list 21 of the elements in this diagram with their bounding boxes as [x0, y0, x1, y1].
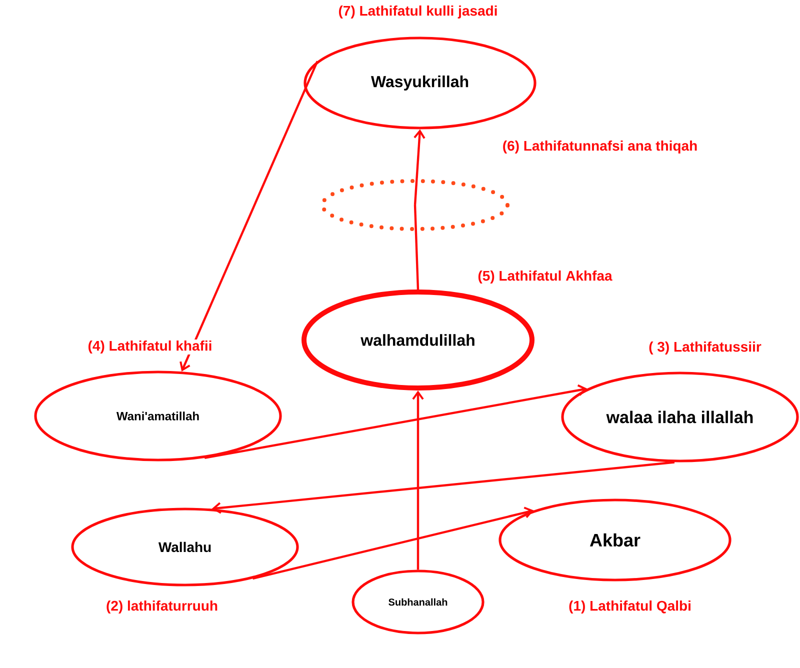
- label-text: ( 3) Lathifatussiir: [648, 340, 762, 356]
- label-text: (7) Lathifatul kulli jasadi: [337, 4, 499, 20]
- ellipse-node: Akbar: [498, 498, 732, 582]
- label-text: (1) Lathifatul Qalbi: [568, 599, 692, 615]
- ellipse-node: Wasyukrillah: [304, 36, 536, 130]
- ellipse-node: walhamdulillah: [302, 290, 534, 390]
- arrow: [252, 506, 534, 580]
- ellipse-node: Subhanallah: [352, 570, 484, 634]
- dotted-ellipse: [320, 179, 510, 231]
- arrow: [414, 129, 426, 206]
- label-text: (5) Lathifatul Akhfaa: [476, 269, 614, 285]
- arrow: [180, 60, 318, 372]
- arrow: [212, 461, 675, 514]
- ellipse-node: Wallahu: [71, 508, 299, 586]
- label-text: (2) lathifaturruuh: [105, 599, 219, 615]
- label-text: (6) Lathifatunnafsi ana thiqah: [501, 139, 699, 155]
- arrow: [204, 384, 588, 460]
- label-text: (4) Lathifatul khafii: [86, 339, 214, 355]
- ellipse-node: Wani'amatillah: [34, 370, 282, 462]
- ellipse-node: walaa ilaha illallah: [561, 372, 799, 462]
- arrow: [412, 390, 424, 570]
